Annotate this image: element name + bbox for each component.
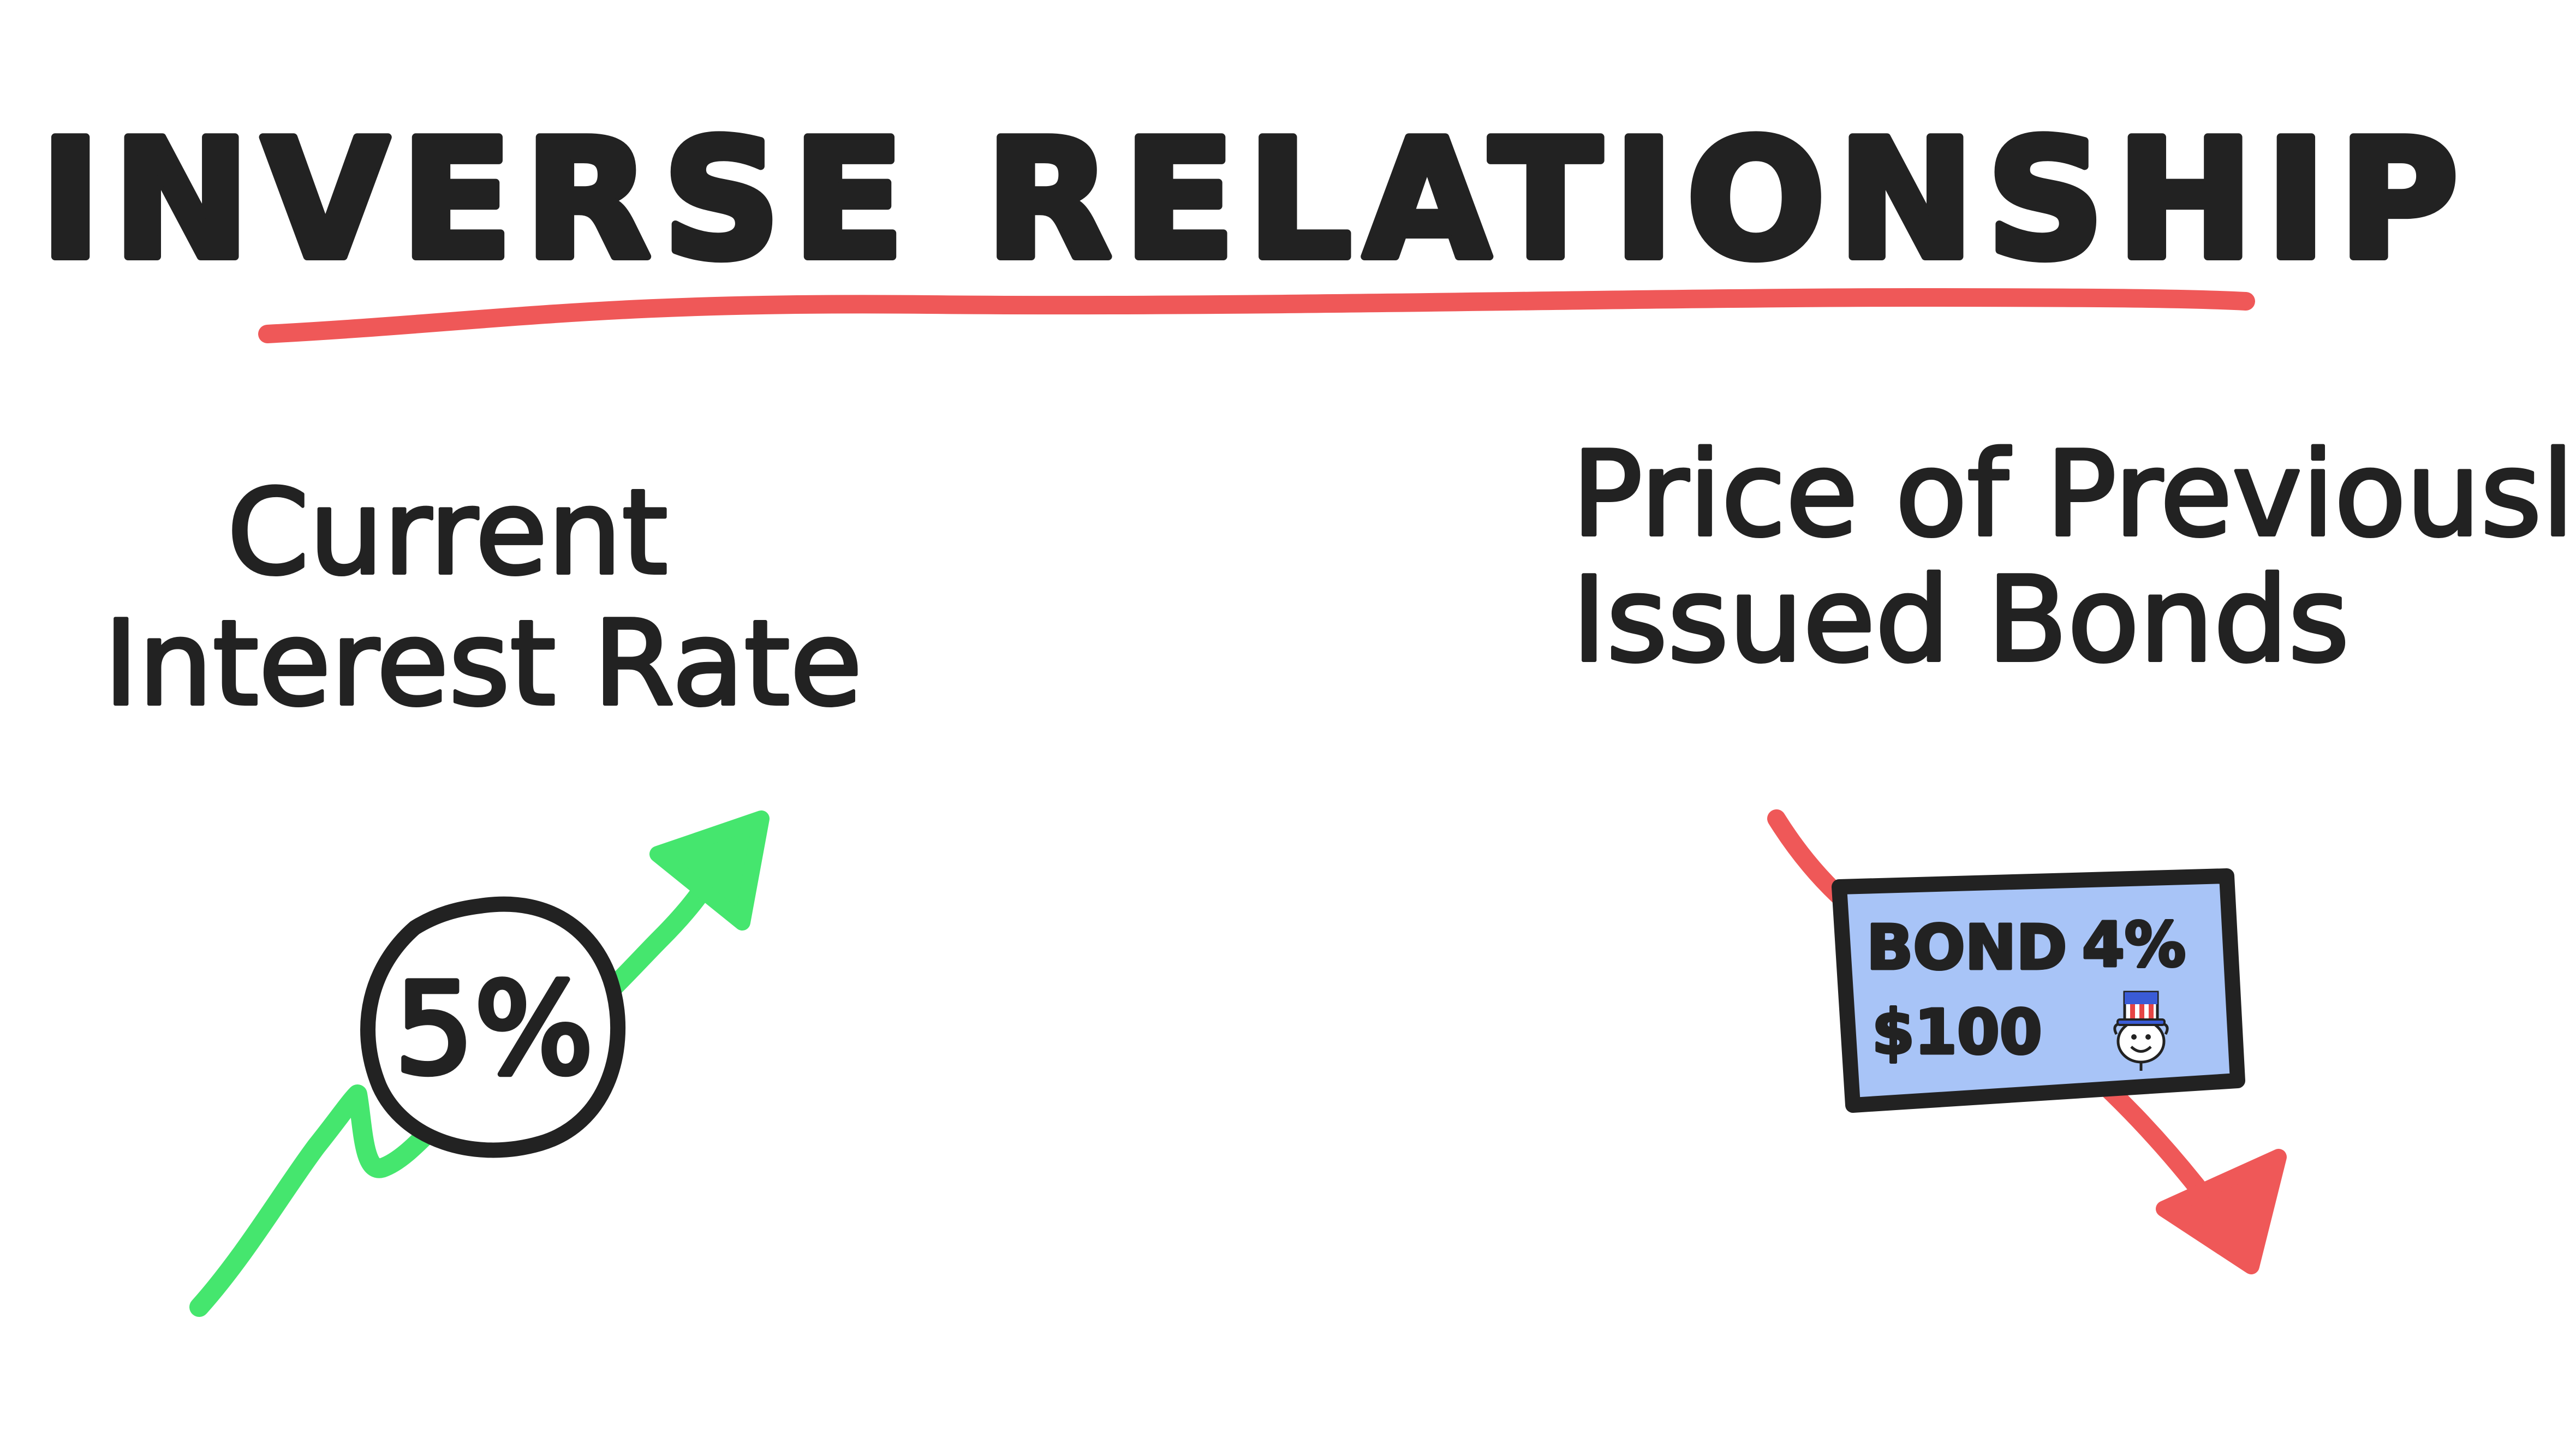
- left-label-line1: Current: [227, 464, 668, 601]
- rate-badge-text: 5%: [395, 957, 594, 1102]
- bond-price: $100: [1872, 997, 2042, 1068]
- page-title: INVERSE RELATIONSHIP: [40, 105, 2470, 295]
- bond-card: BOND 4% $100: [1832, 868, 2245, 1113]
- rate-badge: 5%: [360, 896, 626, 1158]
- title-underline: [258, 288, 2255, 343]
- bond-word: BOND: [1867, 913, 2067, 983]
- uncle-sam-icon: [2113, 991, 2169, 1071]
- up-arrow-icon: [189, 810, 770, 1317]
- left-label-line2: Interest Rate: [104, 595, 862, 732]
- right-label-line1: Price of Previously: [1572, 426, 2576, 563]
- bond-coupon: 4%: [2082, 910, 2186, 981]
- right-label-line2: Issued Bonds: [1572, 551, 2350, 688]
